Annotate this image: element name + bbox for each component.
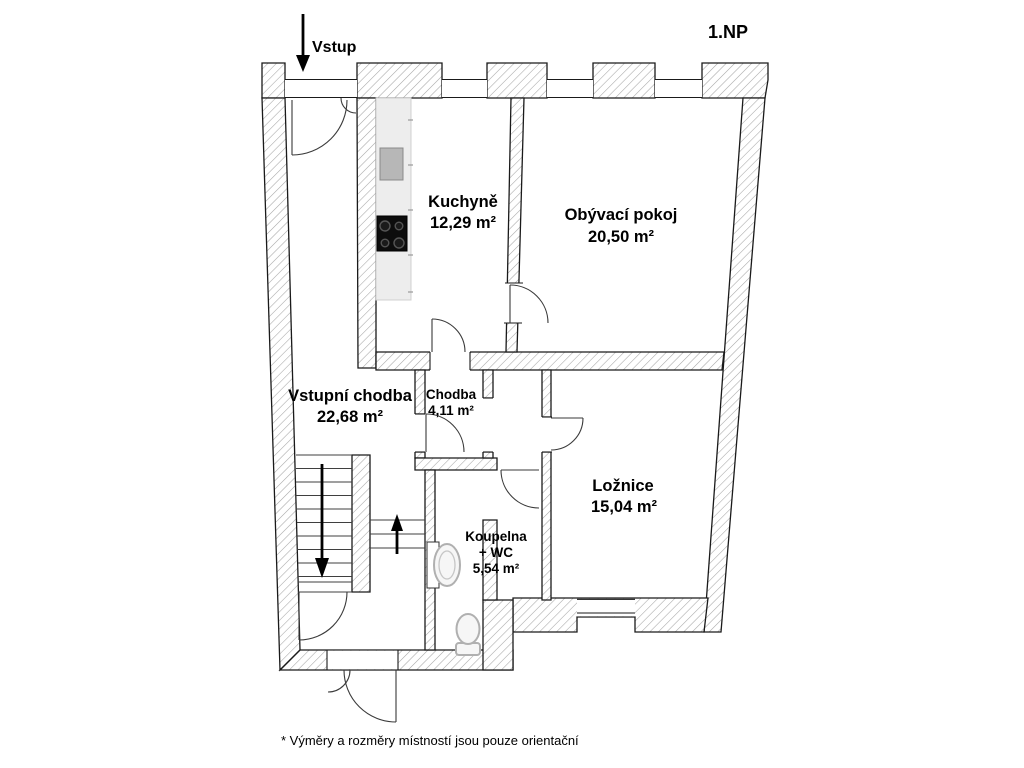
bedroom-door-opening — [541, 417, 552, 452]
exterior-door-opening — [327, 650, 398, 670]
footnote: * Výměry a rozměry místností jsou pouze … — [281, 733, 579, 748]
room-area-vstupni-chodba: 22,68 m² — [317, 408, 384, 426]
door-living-room-arc — [509, 284, 549, 324]
wall-top-pillar-4 — [592, 62, 656, 99]
window-top-1 — [442, 79, 487, 98]
wall-staircase-right — [351, 454, 371, 593]
room-label-koupelna: Koupelna — [465, 529, 527, 544]
window-top-2 — [547, 79, 593, 98]
room-label-vstupni-chodba: Vstupní chodba — [288, 387, 413, 405]
toilet-icon — [455, 613, 481, 645]
bathroom-fixtures — [426, 541, 481, 656]
room-label-obyvaci-pokoj: Obývací pokoj — [565, 206, 678, 224]
living-door-opening — [504, 283, 523, 323]
wall-chodba-left-stub — [414, 451, 426, 459]
room-area-kuchyne: 12,29 m² — [430, 214, 497, 232]
wall-left-exterior — [261, 97, 301, 672]
entrance-marker — [296, 14, 310, 72]
door-kitchen-arc — [431, 318, 466, 353]
entrance-opening — [285, 79, 357, 98]
door-bedroom-arc — [550, 417, 584, 451]
wall-top-pillar-5 — [701, 62, 769, 99]
stove-burner — [393, 237, 405, 249]
wall-chodba-bottom — [414, 457, 498, 471]
door-exterior-small-arc — [327, 669, 351, 693]
walls — [261, 62, 769, 672]
wall-chodba-right-upper — [482, 369, 494, 399]
wall-top-pillar-2 — [356, 62, 443, 99]
wall-mid-horizontal — [375, 351, 725, 371]
stairs-down-arrowhead — [315, 558, 329, 578]
entrance-arrowhead — [296, 55, 310, 72]
passage-opening — [482, 398, 494, 452]
window-top-3 — [655, 79, 702, 98]
wall-top-pillar-3 — [486, 62, 548, 99]
stove-burner — [379, 220, 391, 232]
kitchen-sink-icon — [379, 147, 404, 181]
door-understairs-arc — [298, 591, 348, 641]
wall-chodba-right-stub — [482, 451, 494, 459]
kitchen-door-opening — [430, 351, 470, 371]
stove-burner — [380, 238, 390, 248]
page-title: 1.NP — [708, 22, 748, 42]
wall-right-exterior — [703, 97, 766, 633]
room-area-chodba: 4,11 m² — [428, 403, 474, 418]
wall-bathroom-step-block — [482, 599, 514, 671]
wall-bathroom-strip-divider — [482, 519, 498, 601]
wall-top-pillar-1 — [261, 62, 286, 99]
wall-bathroom-bedroom-upper — [541, 369, 552, 418]
room-area-koupelna: 5,54 m² — [473, 561, 520, 576]
wall-kitchen-left — [356, 97, 377, 369]
staircase — [296, 454, 425, 593]
door-entrance-small-arc — [340, 97, 357, 114]
wall-chodba-left-upper — [414, 369, 426, 415]
window-bedroom-bottom — [577, 598, 635, 617]
room-label-koupelna-wc: + WC — [479, 545, 513, 560]
entrance-label: Vstup — [312, 39, 357, 56]
wall-bathroom-bedroom-lower — [541, 451, 552, 601]
room-label-chodba: Chodba — [426, 387, 477, 402]
door-bathroom-arc — [500, 469, 540, 509]
room-label-kuchyne: Kuchyně — [428, 193, 498, 211]
room-area-loznice: 15,04 m² — [591, 498, 658, 516]
stove-burner — [394, 221, 404, 231]
door-chodba-arc — [425, 413, 465, 453]
openings — [285, 78, 702, 670]
bathroom-sink-icon — [433, 543, 461, 587]
door-exterior-arc — [343, 669, 397, 723]
chodba-door-opening — [414, 414, 426, 452]
stairs-up-arrowhead — [391, 514, 403, 531]
door-entrance-arc — [291, 99, 348, 156]
labels: Vstup 1.NP Kuchyně 12,29 m² Obývací poko… — [281, 22, 748, 748]
room-area-obyvaci-pokoj: 20,50 m² — [588, 228, 655, 246]
doors — [291, 97, 584, 723]
room-label-loznice: Ložnice — [592, 477, 653, 495]
bathroom-sink-basin — [438, 550, 456, 580]
kitchen-counter — [375, 97, 412, 301]
kitchen-fixtures — [375, 97, 413, 301]
